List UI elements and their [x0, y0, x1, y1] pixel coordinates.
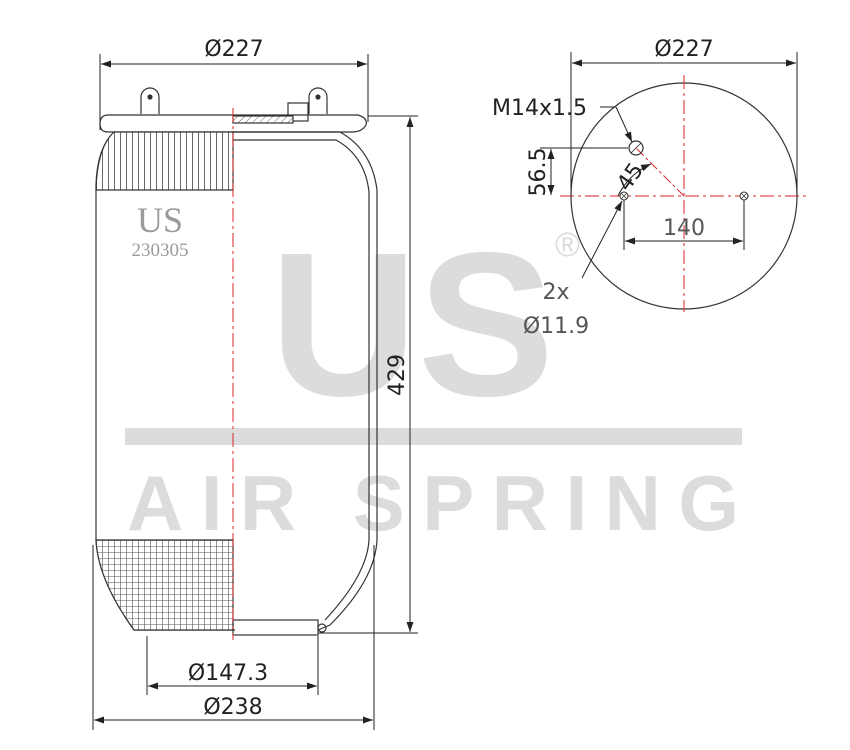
bellows-section-inner [232, 139, 370, 621]
side-view [95, 87, 378, 636]
watermark: US ® AIR SPRING [125, 210, 742, 547]
air-port [628, 140, 644, 156]
label-top-diameter: Ø227 [204, 37, 263, 62]
stud-left [140, 87, 160, 114]
mounting-hole-left [619, 191, 629, 201]
watermark-tagline: AIR SPRING [127, 459, 739, 547]
bellows-section-outer [232, 131, 378, 631]
label-spacing: 140 [663, 216, 705, 241]
dim-offset [540, 147, 628, 195]
label-hole-diameter: Ø11.9 [523, 314, 589, 339]
stud-right [287, 87, 328, 122]
label-base-inner: Ø147.3 [188, 661, 268, 686]
top-view [560, 75, 810, 312]
dim-height [318, 115, 418, 634]
angle-arc [617, 163, 652, 197]
dim-top-view-diameter [570, 52, 798, 196]
dim-top-diameter [99, 54, 369, 130]
upper-ribbed-band [95, 131, 234, 191]
brand-stamp: US [137, 200, 183, 240]
lower-grid-band [95, 539, 234, 631]
dim-base-inner [146, 636, 319, 695]
plate-section [232, 115, 294, 124]
part-number: 230305 [132, 240, 189, 261]
hole-leader [581, 200, 623, 279]
registered-mark: ® [555, 226, 580, 264]
angle-centerline [635, 147, 685, 197]
label-offset: 56.5 [526, 148, 551, 197]
label-hole-count: 2x [542, 280, 569, 305]
watermark-logo: US [270, 210, 555, 439]
label-angle: 45 [612, 159, 649, 196]
label-height: 429 [385, 354, 410, 396]
label-base-outer: Ø238 [203, 695, 262, 720]
dim-base-outer [92, 545, 375, 730]
label-top-view-diameter: Ø227 [654, 37, 713, 62]
watermark-bar [125, 428, 742, 445]
bottom-piston [232, 619, 319, 636]
dim-spacing [623, 200, 745, 250]
label-thread: M14x1.5 [492, 96, 587, 121]
piston-bolt [317, 623, 327, 633]
mounting-hole-right [739, 191, 749, 201]
thread-leader [600, 106, 633, 143]
